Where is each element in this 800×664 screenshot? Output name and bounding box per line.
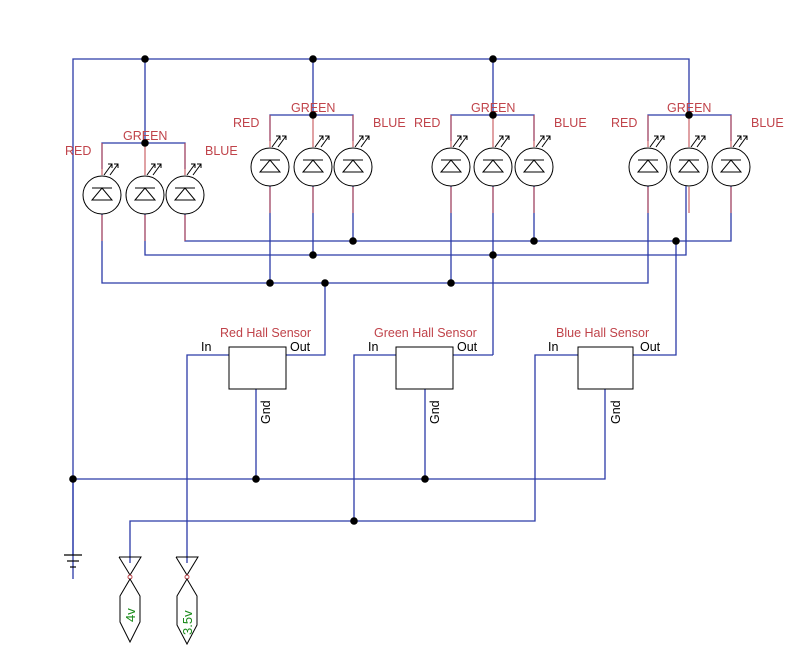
led-green	[293, 115, 333, 213]
junction-dot	[685, 111, 693, 119]
junction-dot	[266, 279, 274, 287]
sensor-title: Green Hall Sensor	[374, 326, 477, 340]
junction-dot	[141, 139, 149, 147]
led-green	[125, 143, 165, 241]
green-hall-sensor: Green Hall Sensor In Out Gnd	[368, 326, 478, 424]
junction-dot	[309, 55, 317, 63]
sensor-out-label: Out	[640, 340, 661, 354]
junction-dot	[489, 111, 497, 119]
led-groups: RED GREEN BLUE RED GREEN BLUE RED GREEN BLUE RED G…	[65, 101, 784, 241]
junction-dot	[69, 475, 77, 483]
led-red	[628, 115, 668, 213]
junction-dot	[252, 475, 260, 483]
label-blue: BLUE	[751, 116, 784, 130]
led-red	[431, 115, 471, 213]
sensor-box	[577, 346, 634, 390]
led-group-3: RED GREEN BLUE	[414, 101, 587, 213]
junction-dot	[309, 111, 317, 119]
sensor-gnd-label: Gnd	[428, 400, 442, 424]
led-group-2: RED GREEN BLUE	[233, 101, 406, 213]
led-blue	[165, 143, 205, 241]
junction-dot	[321, 279, 329, 287]
sensor-in-label: In	[368, 340, 378, 354]
top-bus-wire	[72, 58, 690, 579]
junction-dot	[489, 251, 497, 259]
label-red: RED	[233, 116, 259, 130]
source-4v: 4v	[118, 556, 142, 644]
sensor-box	[228, 346, 287, 390]
label-green: GREEN	[471, 101, 515, 115]
junction-dot	[421, 475, 429, 483]
wiring	[72, 58, 732, 579]
red-hall-sensor: Red Hall Sensor In Out Gnd	[201, 326, 311, 424]
sensor-in-label: In	[201, 340, 211, 354]
label-green: GREEN	[667, 101, 711, 115]
sensor-out-label: Out	[290, 340, 311, 354]
led-red	[82, 143, 122, 241]
junction-dot	[530, 237, 538, 245]
source-tag	[176, 578, 198, 646]
source-tag	[119, 578, 141, 644]
label-green: GREEN	[123, 129, 167, 143]
led-group-1: RED GREEN BLUE	[65, 129, 238, 241]
label-blue: BLUE	[554, 116, 587, 130]
junction-dot	[141, 55, 149, 63]
ground-icon	[64, 479, 82, 568]
label-red: RED	[414, 116, 440, 130]
junction-dot	[349, 237, 357, 245]
sensor-gnd-label: Gnd	[609, 400, 623, 424]
junctions	[69, 55, 693, 525]
label-green: GREEN	[291, 101, 335, 115]
sensor-gnd-label: Gnd	[259, 400, 273, 424]
sensor-title: Red Hall Sensor	[220, 326, 311, 340]
label-blue: BLUE	[205, 144, 238, 158]
sensor-title: Blue Hall Sensor	[556, 326, 649, 340]
led-green	[669, 115, 709, 213]
label-red: RED	[65, 144, 91, 158]
label-blue: BLUE	[373, 116, 406, 130]
led-blue	[333, 115, 373, 213]
junction-dot	[447, 279, 455, 287]
sensor-in-label: In	[548, 340, 558, 354]
led-blue	[514, 115, 554, 213]
junction-dot	[489, 55, 497, 63]
junction-dot	[672, 237, 680, 245]
sensor-box	[395, 346, 454, 390]
led-blue	[711, 115, 751, 213]
led-green	[473, 115, 513, 213]
led-red	[250, 115, 290, 213]
junction-dot	[309, 251, 317, 259]
source-label: 4v	[123, 608, 138, 622]
junction-dot	[350, 517, 358, 525]
source-label: 3.5v	[180, 610, 195, 635]
label-red: RED	[611, 116, 637, 130]
led-group-4: RED GREEN BLUE	[611, 101, 784, 213]
source-3-5v: 3.5v	[175, 556, 199, 646]
sensor-out-label: Out	[457, 340, 478, 354]
blue-hall-sensor: Blue Hall Sensor In Out Gnd	[548, 326, 661, 424]
